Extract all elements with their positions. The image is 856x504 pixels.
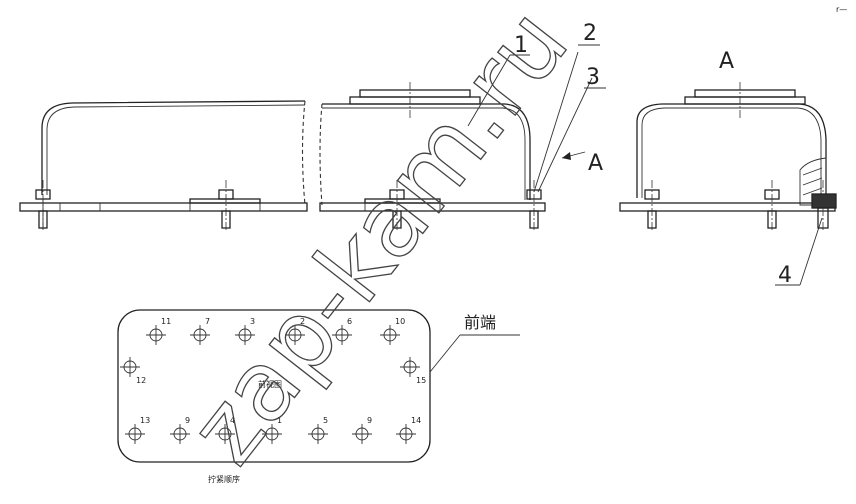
bolt-hole: 5 (308, 416, 328, 444)
callout-2: 2 (583, 21, 597, 46)
bolt-sequence-number: 14 (411, 416, 421, 425)
bolt-hole: 14 (396, 416, 421, 444)
detail-bolt-assembly (811, 180, 837, 232)
bolt-hole: 2 (285, 317, 305, 345)
bolt-sequence-number: 2 (300, 317, 305, 326)
bolt-hole: 9 (352, 416, 372, 444)
bolt (389, 180, 405, 232)
bolt-sequence-number: 3 (250, 317, 255, 326)
bolt-hole: 1 (262, 416, 282, 444)
detail-view-a (619, 82, 837, 286)
bolt-sequence-number: 6 (347, 317, 352, 326)
corner-mark: r— (836, 5, 847, 14)
bolt-sequence-number: 4 (230, 416, 235, 425)
bolt-hole: 4 (215, 416, 235, 444)
bolt-sequence-number: 9 (185, 416, 190, 425)
bolt-sequence-number: 12 (136, 376, 146, 385)
bolt-sequence-number: 9 (367, 416, 372, 425)
arrow-a-label: A (588, 151, 603, 176)
callout-4: 4 (778, 263, 792, 288)
middle-side-view (319, 44, 606, 232)
bolt-hole: 13 (125, 416, 150, 444)
callout-3: 3 (586, 65, 600, 90)
bolt-sequence-number: 5 (323, 416, 328, 425)
tightening-sequence-label: 拧紧顺序 (208, 474, 240, 484)
view-a-label: A (719, 49, 734, 74)
bolt-hole: 10 (380, 317, 405, 345)
bolt (218, 180, 234, 232)
left-side-view (19, 100, 308, 232)
cover-outline (117, 309, 431, 463)
bolt (644, 180, 660, 232)
bolt-hole: 15 (400, 357, 426, 385)
plan-center-label: 前视图 (258, 379, 282, 389)
bolt-sequence-number: 13 (140, 416, 150, 425)
bolt (35, 180, 51, 232)
front-end-label: 前端 (464, 313, 496, 332)
bolt-hole: 12 (120, 357, 146, 385)
callout-1: 1 (514, 33, 528, 58)
bolt-hole: 7 (190, 317, 210, 345)
bolt-sequence-number: 10 (395, 317, 405, 326)
bolt-sequence-number: 7 (205, 317, 210, 326)
bolt-sequence-number: 15 (416, 376, 426, 385)
bolt-hole: 6 (332, 317, 352, 345)
bolt-hole: 11 (146, 317, 171, 345)
bolt-hole: 3 (235, 317, 255, 345)
bolt (764, 180, 780, 232)
bolt-hole: 9 (170, 416, 190, 444)
bolt-sequence-number: 11 (161, 317, 171, 326)
bolt (526, 180, 542, 232)
bolt-sequence-number: 1 (277, 416, 282, 425)
watermark: zap-kam.ru (168, 0, 590, 484)
